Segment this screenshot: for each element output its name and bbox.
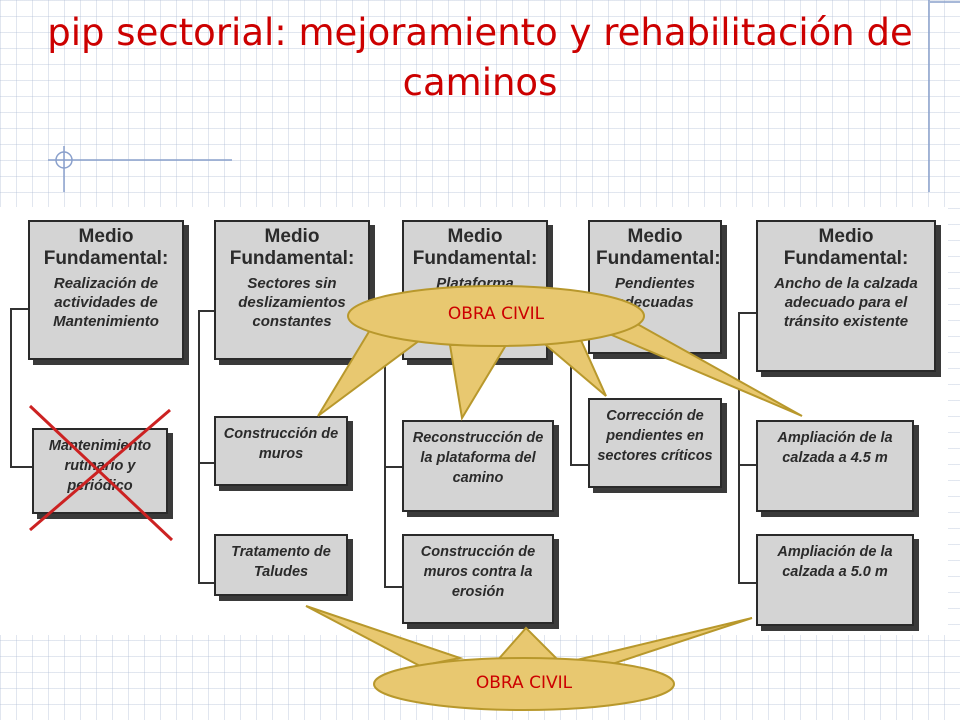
connector: [738, 312, 740, 584]
box-text: Ampliación de la calzada a 4.5 m: [777, 430, 893, 466]
title-line-1: pip sectorial: mejoramiento y rehabilita…: [47, 11, 913, 54]
box-header: Medio Fundamental:: [596, 226, 721, 269]
box-header: Medio Fundamental:: [412, 226, 538, 269]
box-header: Medio Fundamental:: [229, 226, 355, 269]
connector: [738, 312, 756, 314]
callout-oval-bottom: [373, 657, 675, 711]
title-line-2: caminos: [402, 61, 558, 104]
connector: [570, 464, 588, 466]
box-text: Ampliación de la calzada a 5.0 m: [777, 544, 893, 580]
connector: [384, 316, 386, 588]
callout-pointer: [597, 318, 803, 417]
connector: [198, 462, 214, 464]
box-text: Construcción de muros contra la erosión: [420, 544, 536, 600]
callout-pointer: [537, 336, 607, 397]
box-text: Reconstrucción de la plataforma del cami…: [412, 430, 544, 486]
connector: [384, 466, 402, 468]
medio-fundamental-deslizamientos: Medio Fundamental: Sectores sin deslizam…: [214, 220, 370, 360]
callout-pointer: [305, 605, 464, 668]
box-correccion-pendientes: Corrección de pendientes en sectores crí…: [588, 398, 722, 488]
template-decoration: [48, 0, 960, 192]
box-tratamiento-taludes: Tratamento de Taludes: [214, 534, 348, 596]
box-reconstruccion-plataforma: Reconstrucción de la plataforma del cami…: [402, 420, 554, 512]
medio-fundamental-mantenimiento: Medio Fundamental: Realización de activi…: [28, 220, 184, 360]
box-text: Corrección de pendientes en sectores crí…: [597, 408, 713, 464]
box-body: Sectores sin deslizamientos constantes: [238, 275, 346, 330]
cross-line: [28, 404, 174, 542]
callout-label-bottom: OBRA CIVIL: [475, 673, 573, 693]
medio-fundamental-ancho-calzada: Medio Fundamental: Ancho de la calzada a…: [756, 220, 936, 372]
box-ampliacion-45: Ampliación de la calzada a 4.5 m: [756, 420, 914, 512]
box-construccion-muros: Construcción de muros: [214, 416, 348, 486]
box-muros-erosion: Construcción de muros contra la erosión: [402, 534, 554, 624]
connector: [10, 308, 12, 468]
box-ampliacion-50: Ampliación de la calzada a 5.0 m: [756, 534, 914, 626]
connector: [738, 582, 756, 584]
box-header: Medio Fundamental:: [43, 226, 169, 269]
box-text: Construcción de muros: [223, 426, 339, 462]
connector: [10, 308, 30, 310]
callout-pointer: [448, 344, 508, 421]
callout-pointer: [493, 626, 563, 663]
connector: [198, 582, 214, 584]
cross-line: [29, 408, 171, 532]
box-text: Tratamento de Taludes: [231, 544, 331, 580]
callout-oval-top: [347, 285, 645, 347]
connector: [738, 464, 756, 466]
connector: [10, 466, 32, 468]
connector: [384, 586, 402, 588]
slide-title: pip sectorial: mejoramiento y rehabilita…: [30, 8, 930, 108]
connector: [198, 310, 200, 584]
callout-pointer: [317, 328, 423, 417]
connector: [198, 310, 214, 312]
box-body: Realización de actividades de Mantenimie…: [53, 275, 159, 330]
box-body: Ancho de la calzada adecuado para el trá…: [774, 275, 918, 330]
connector: [570, 312, 572, 466]
box-header: Medio Fundamental:: [783, 226, 909, 269]
callout-label-top: OBRA CIVIL: [447, 304, 545, 324]
